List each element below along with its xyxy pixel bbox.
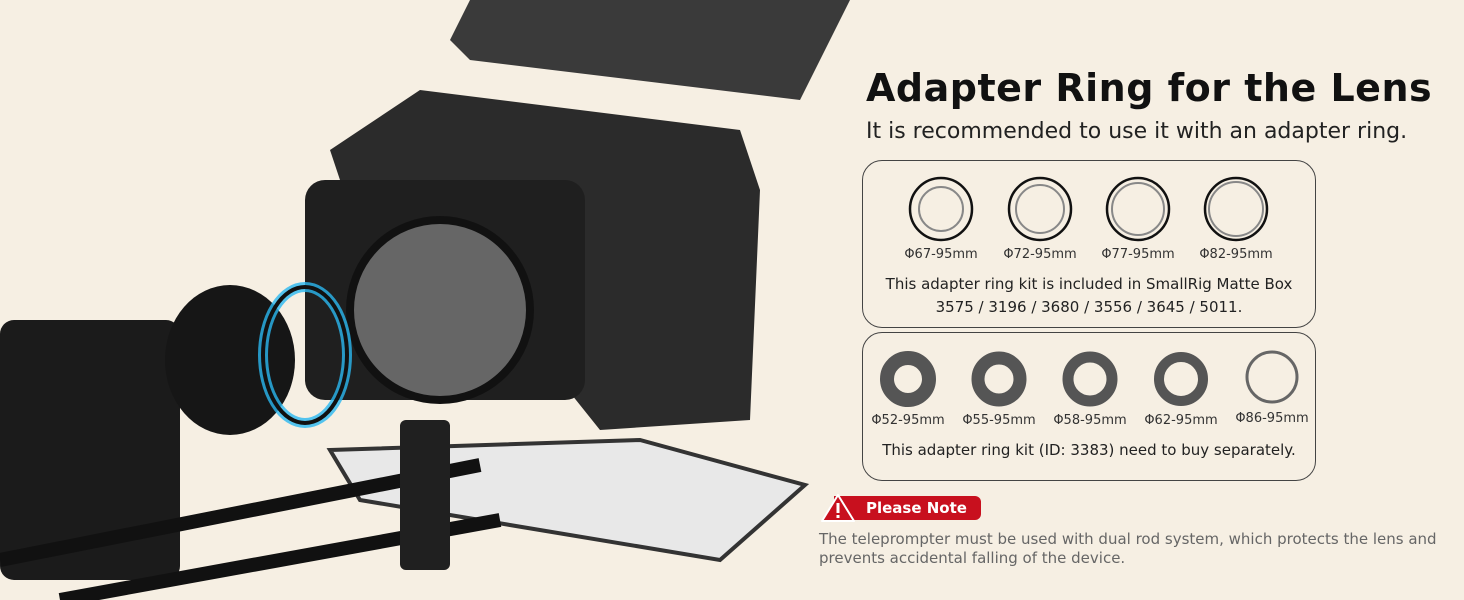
warning-triangle-icon	[821, 494, 855, 522]
included-kit-panel: Φ67-95mm Φ72-95mm Φ77-95mm Φ82-95mm This…	[862, 160, 1316, 328]
ring-item: Φ67-95mm	[891, 175, 991, 262]
filter	[346, 216, 534, 404]
ring-item: Φ77-95mm	[1088, 175, 1188, 262]
camera-body	[0, 320, 180, 580]
page-subtitle: It is recommended to use it with an adap…	[866, 119, 1408, 144]
rod-clamp	[400, 420, 450, 570]
adapter-ring-icon	[971, 351, 1027, 407]
ring-item: Φ62-95mm	[1131, 349, 1231, 428]
page-title: Adapter Ring for the Lens	[866, 66, 1433, 110]
ring-item: Φ86-95mm	[1222, 347, 1322, 426]
included-kit-description: This adapter ring kit is included in Sma…	[885, 275, 1293, 316]
adapter-ring-icon	[1203, 176, 1269, 242]
top-flag	[450, 0, 850, 100]
adapter-ring-icon	[908, 176, 974, 242]
adapter-ring-icon	[1007, 176, 1073, 242]
separate-kit-panel: Φ52-95mm Φ55-95mm Φ58-95mm Φ62-95mm Φ86-…	[862, 332, 1316, 481]
ring-item: Φ52-95mm	[858, 349, 958, 428]
please-note-label: Please Note	[834, 496, 981, 520]
product-image-matte-box-teleprompter	[0, 0, 850, 600]
adapter-ring-icon	[1245, 350, 1299, 404]
adapter-ring	[261, 285, 349, 425]
adapter-ring-icon	[1154, 352, 1208, 406]
note-text: The teleprompter must be used with dual …	[819, 530, 1437, 567]
camera-lens	[165, 285, 295, 435]
adapter-ring-icon	[880, 351, 936, 407]
adapter-ring-icon	[1062, 351, 1118, 407]
ring-item: Φ55-95mm	[949, 349, 1049, 428]
ring-item: Φ72-95mm	[990, 175, 1090, 262]
ring-item: Φ82-95mm	[1186, 175, 1286, 262]
ring-item: Φ58-95mm	[1040, 349, 1140, 428]
please-note-badge: Please Note	[820, 494, 981, 522]
separate-kit-description: This adapter ring kit (ID: 3383) need to…	[882, 441, 1296, 459]
adapter-ring-icon	[1105, 176, 1171, 242]
